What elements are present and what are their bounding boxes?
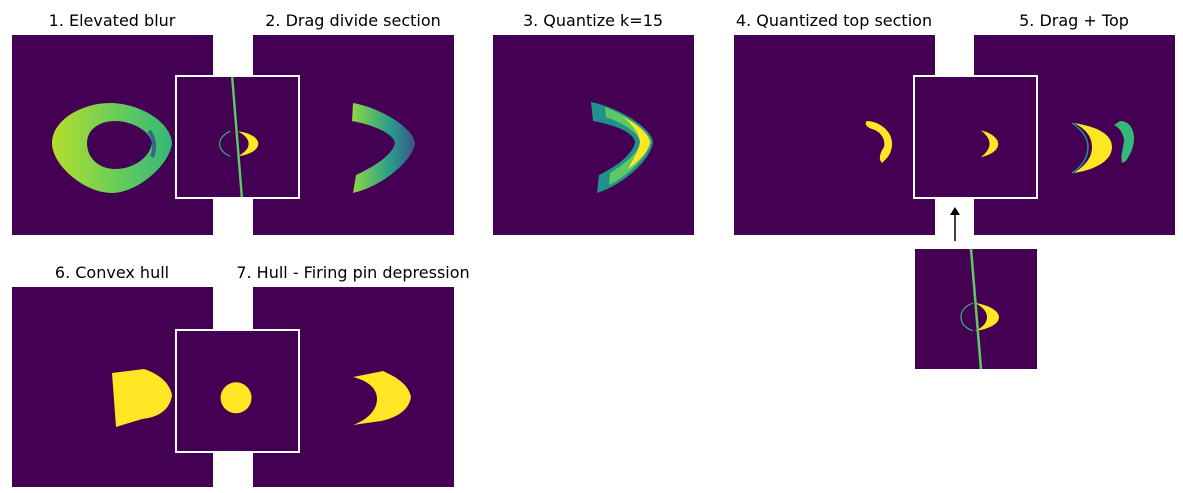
drag-line-detail [915, 249, 1037, 369]
up-arrow-icon [950, 207, 960, 241]
inset-drag-line [175, 75, 300, 199]
panel-2-title: 2. Drag divide section [265, 11, 441, 30]
top-section-shape [865, 121, 893, 163]
panel-3-quantize [493, 35, 694, 235]
panel-4-title: 4. Quantized top section [735, 11, 933, 30]
panel-7-title: 7. Hull - Firing pin depression [236, 263, 470, 282]
panel-6-title: 6. Convex hull [54, 263, 170, 282]
divide-line [230, 77, 244, 197]
firing-pin-circle [220, 382, 252, 414]
panel-4-quantized-top [734, 35, 935, 235]
crescent-shape [237, 131, 259, 157]
panel-3-title: 3. Quantize k=15 [522, 11, 664, 30]
top-section-green [1114, 121, 1134, 163]
drag-crescent [1074, 123, 1112, 173]
divided-section-shape [352, 103, 415, 193]
convex-hull-shape [112, 369, 172, 427]
divide-line [969, 249, 983, 369]
inset-top-crescent [913, 75, 1038, 199]
small-crescent [980, 130, 999, 158]
panel-1-title: 1. Elevated blur [48, 11, 176, 30]
inset-firing-pin-circle [175, 329, 300, 453]
hull-minus-pin-shape [353, 371, 411, 425]
panel-5-title: 5. Drag + Top [1019, 11, 1129, 30]
